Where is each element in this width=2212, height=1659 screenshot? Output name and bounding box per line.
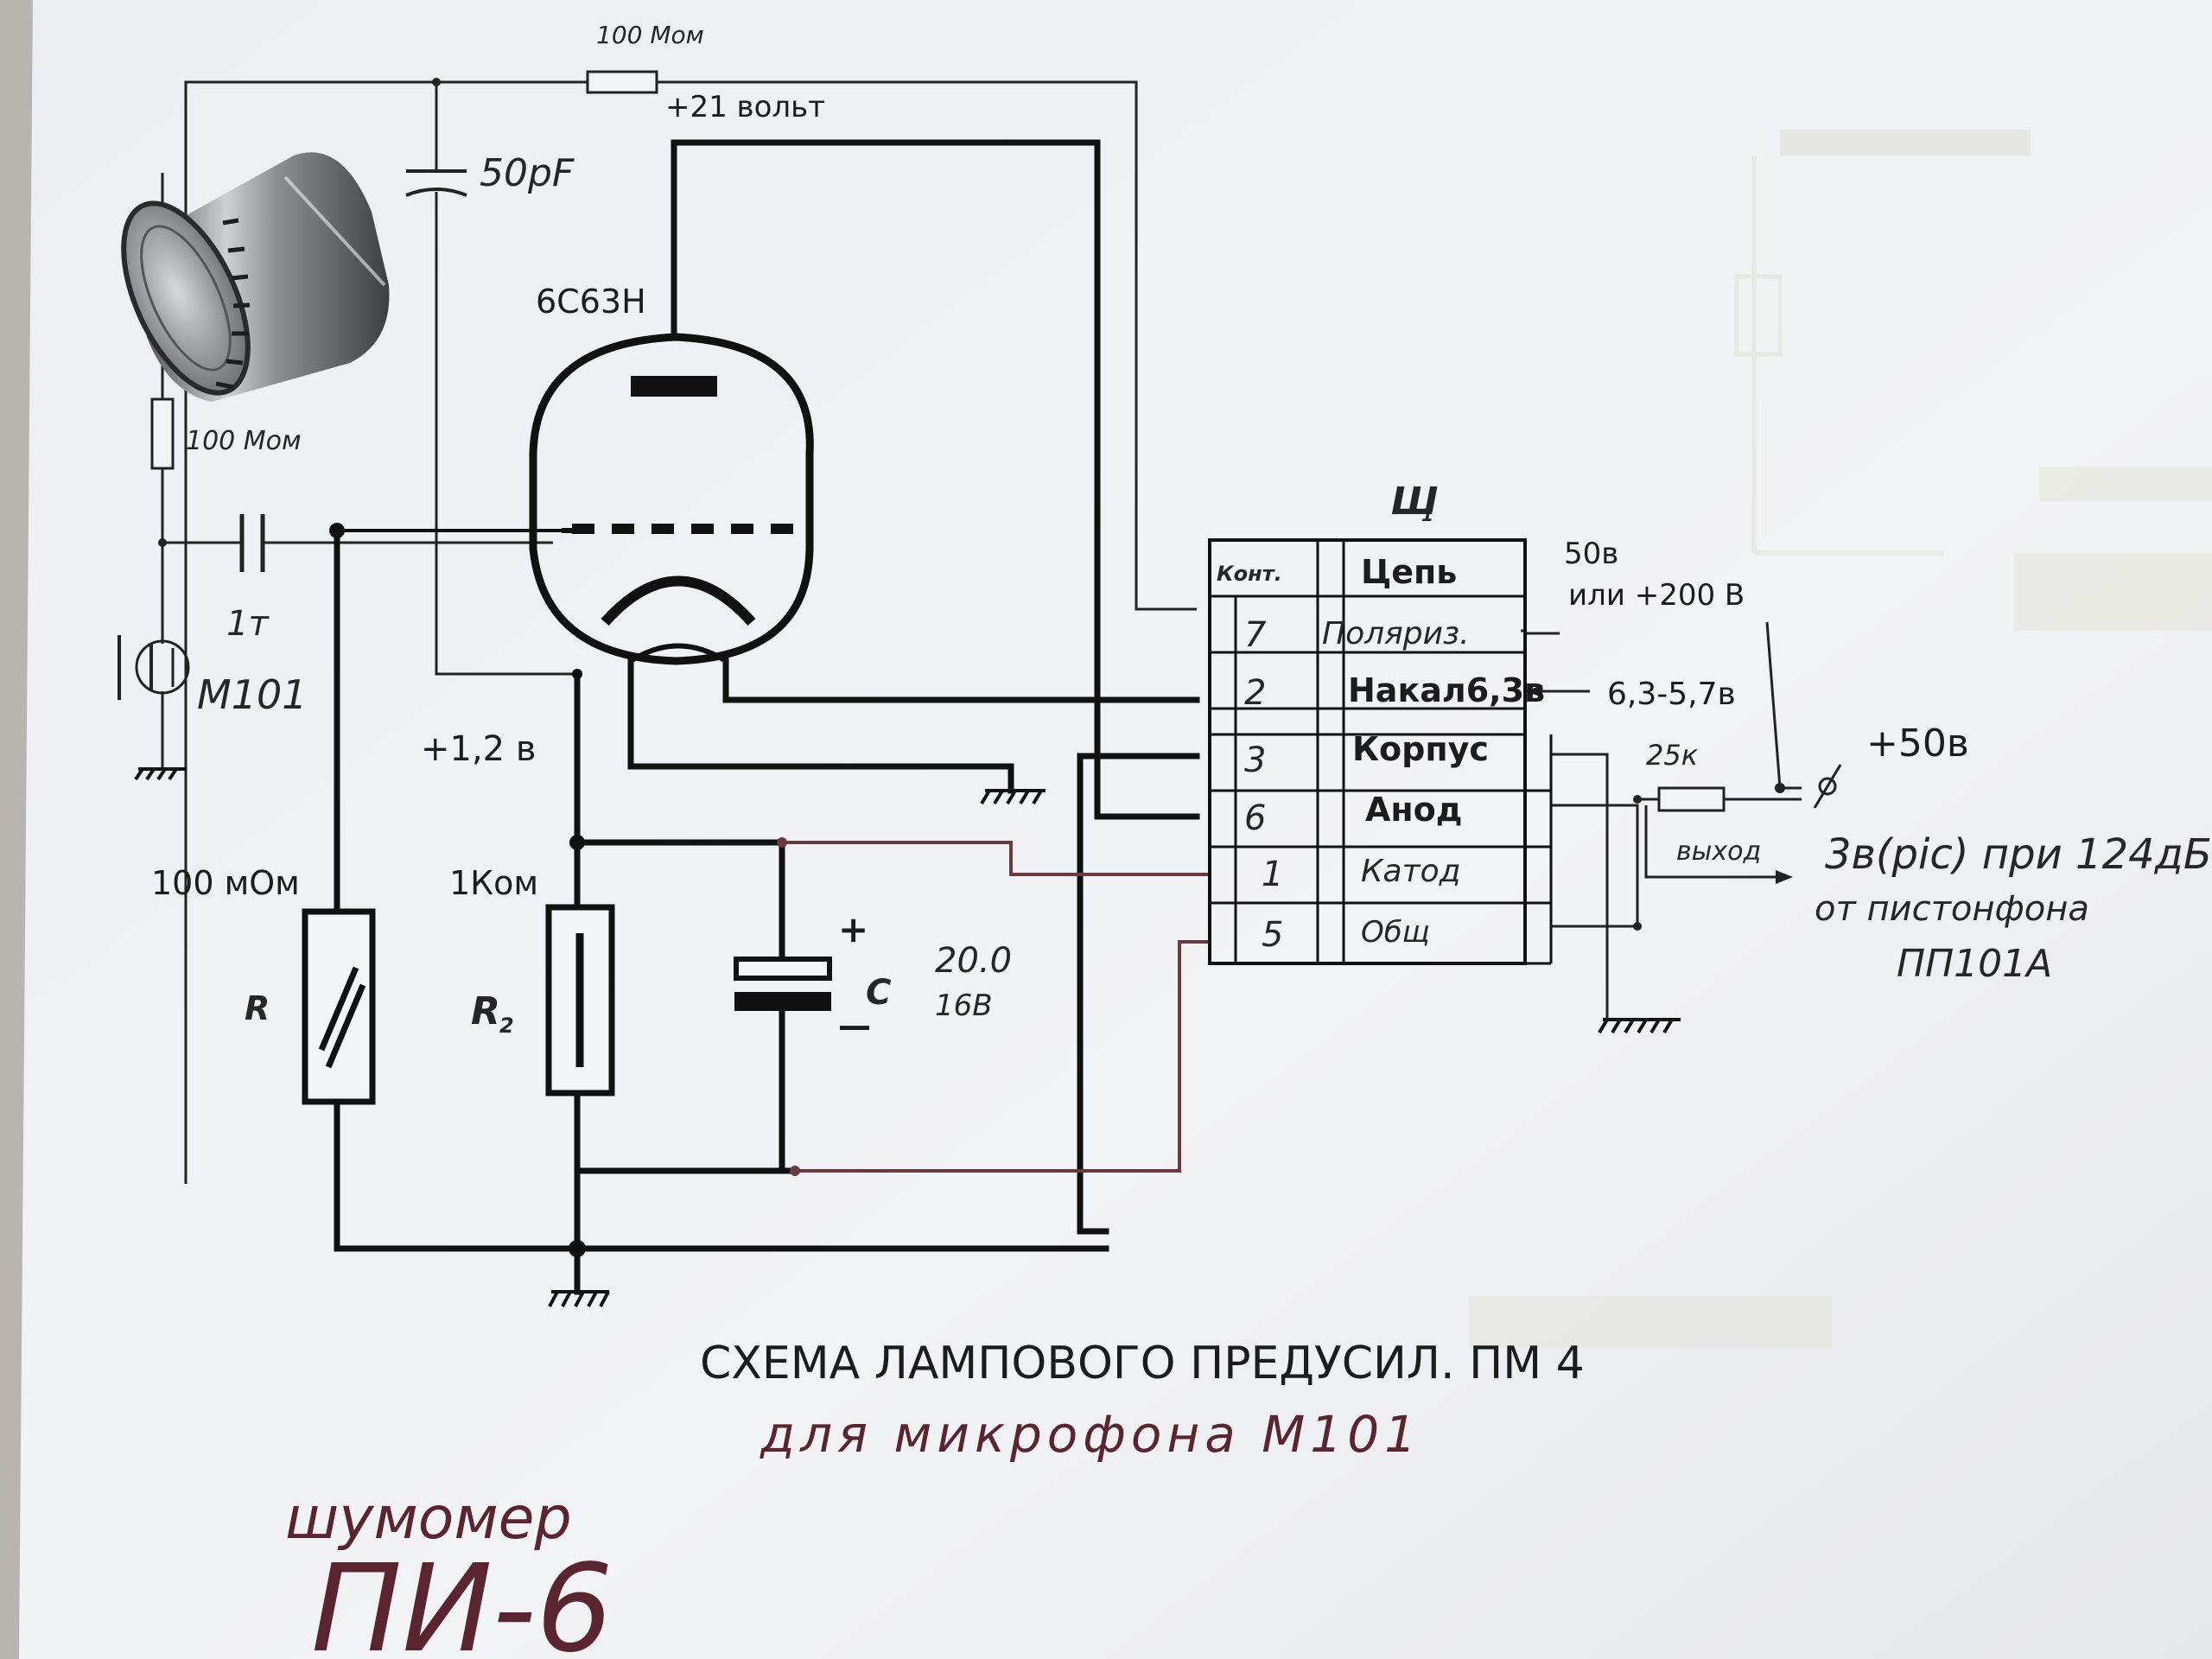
junction-dot — [777, 837, 787, 848]
spec-line2: от пистонфона — [1815, 889, 2089, 929]
output-terminal — [1818, 777, 1837, 796]
cathode-voltage-label: +1,2 в — [421, 729, 536, 769]
c1-name-label: С — [866, 973, 891, 1013]
schematic-title: СХЕМА ЛАМПОВОГО ПРЕДУСИЛ. ПМ 4 — [700, 1338, 1585, 1389]
c1-minus-label: — — [838, 1007, 871, 1045]
coupling-capacitor — [239, 514, 265, 572]
table-row-pin: 5 — [1262, 915, 1283, 955]
table-row-circuit: Корпус — [1352, 730, 1489, 768]
table-header-contact: Конт. — [1217, 562, 1282, 586]
junction-dot — [1633, 922, 1642, 931]
r1-value-label: 100 мОм — [151, 864, 300, 902]
heater-arrow-icon — [1525, 685, 1542, 697]
schematic-subtitle: для микрофона М101 — [760, 1405, 1421, 1464]
ground-symbol-mic — [134, 767, 187, 781]
junction-dot — [1633, 795, 1642, 804]
mic-label: М101 — [197, 671, 308, 718]
connector-name-label: Ш — [1391, 480, 1438, 524]
capacitor-50pf — [405, 169, 467, 197]
bleed-through-marks — [1469, 130, 2212, 1348]
junction-dot — [569, 1240, 586, 1257]
table-header-circuit: Цепь — [1361, 553, 1457, 591]
plus50-label: +50в — [1866, 721, 1969, 766]
junction-dot — [329, 523, 345, 538]
cap-50pf-label: 50pF — [480, 151, 575, 195]
c1-value-line1: 20.0 — [935, 941, 1012, 981]
table-row-pin: 2 — [1244, 673, 1266, 713]
spec-line1: 3в(рiс) при 124дБ — [1825, 830, 2212, 879]
r1-name-label: R — [245, 989, 270, 1027]
spec-line3: ПП101А — [1897, 942, 2052, 986]
junction-dot — [1775, 783, 1785, 793]
feedback-resistor-label: 100 Мом — [596, 21, 704, 49]
mic-resistor-label: 100 Мом — [186, 426, 302, 456]
junction-dot — [569, 835, 585, 850]
corner-note-line1: шумомер — [285, 1484, 572, 1553]
vacuum-tube-6c63n — [529, 333, 814, 665]
capacitor-c1 — [734, 957, 832, 1011]
resistor-r2 — [545, 904, 615, 1096]
polar-voltage-line2: или +200 В — [1568, 578, 1745, 613]
supply-voltage-label: +21 вольт — [665, 90, 825, 124]
mic-bias-resistor — [150, 397, 175, 470]
microphone-capsule-photo — [121, 152, 390, 402]
junction-dot — [790, 1166, 800, 1176]
table-row-pin: 3 — [1244, 741, 1266, 780]
table-row-pin: 7 — [1244, 615, 1267, 655]
resistor-25k — [1657, 786, 1726, 812]
resistor-r1 — [302, 908, 376, 1105]
polar-voltage-line1: 50в — [1564, 537, 1618, 571]
microphone-symbol — [118, 635, 190, 700]
table-row-circuit: Анод — [1365, 791, 1462, 829]
heater-voltage-label: 6,3-5,7в — [1607, 677, 1736, 712]
r2-subscript: 2 — [499, 1014, 514, 1038]
table-row-pin: 6 — [1244, 798, 1266, 838]
r2-value-label: 1Ком — [449, 864, 538, 902]
output-arrow-icon — [1776, 870, 1793, 884]
output-label: выход — [1676, 836, 1761, 867]
table-row-pin: 1 — [1262, 855, 1283, 894]
r25k-label: 25к — [1646, 739, 1699, 772]
corner-note-line2: ПИ-6 — [311, 1539, 613, 1659]
junction-dot — [158, 538, 167, 547]
ground-symbol-output — [1598, 1018, 1681, 1034]
ground-symbol-heater — [980, 789, 1046, 805]
tube-label: 6С63Н — [536, 283, 646, 321]
table-row-circuit: Катод — [1361, 854, 1461, 889]
ground-symbol-main — [548, 1290, 610, 1307]
connector-name-subscript: 1 — [1421, 505, 1433, 525]
feedback-resistor — [586, 70, 658, 94]
table-row-circuit: Накал6,3в — [1348, 671, 1545, 709]
c1-value-line2: 16В — [935, 988, 993, 1023]
junction-dot — [432, 78, 441, 86]
r2-name-label: R — [471, 989, 500, 1033]
ink-wiring — [782, 841, 1210, 1173]
table-row-circuit: Поляриз. — [1322, 616, 1470, 652]
table-row-circuit: Общ — [1361, 915, 1430, 950]
paper-sheet-face — [19, 0, 2212, 1659]
junction-dot — [572, 669, 582, 679]
c1-plus-label: + — [838, 908, 868, 950]
connector-table — [1208, 538, 1553, 965]
coupling-cap-label: 1т — [226, 604, 270, 644]
